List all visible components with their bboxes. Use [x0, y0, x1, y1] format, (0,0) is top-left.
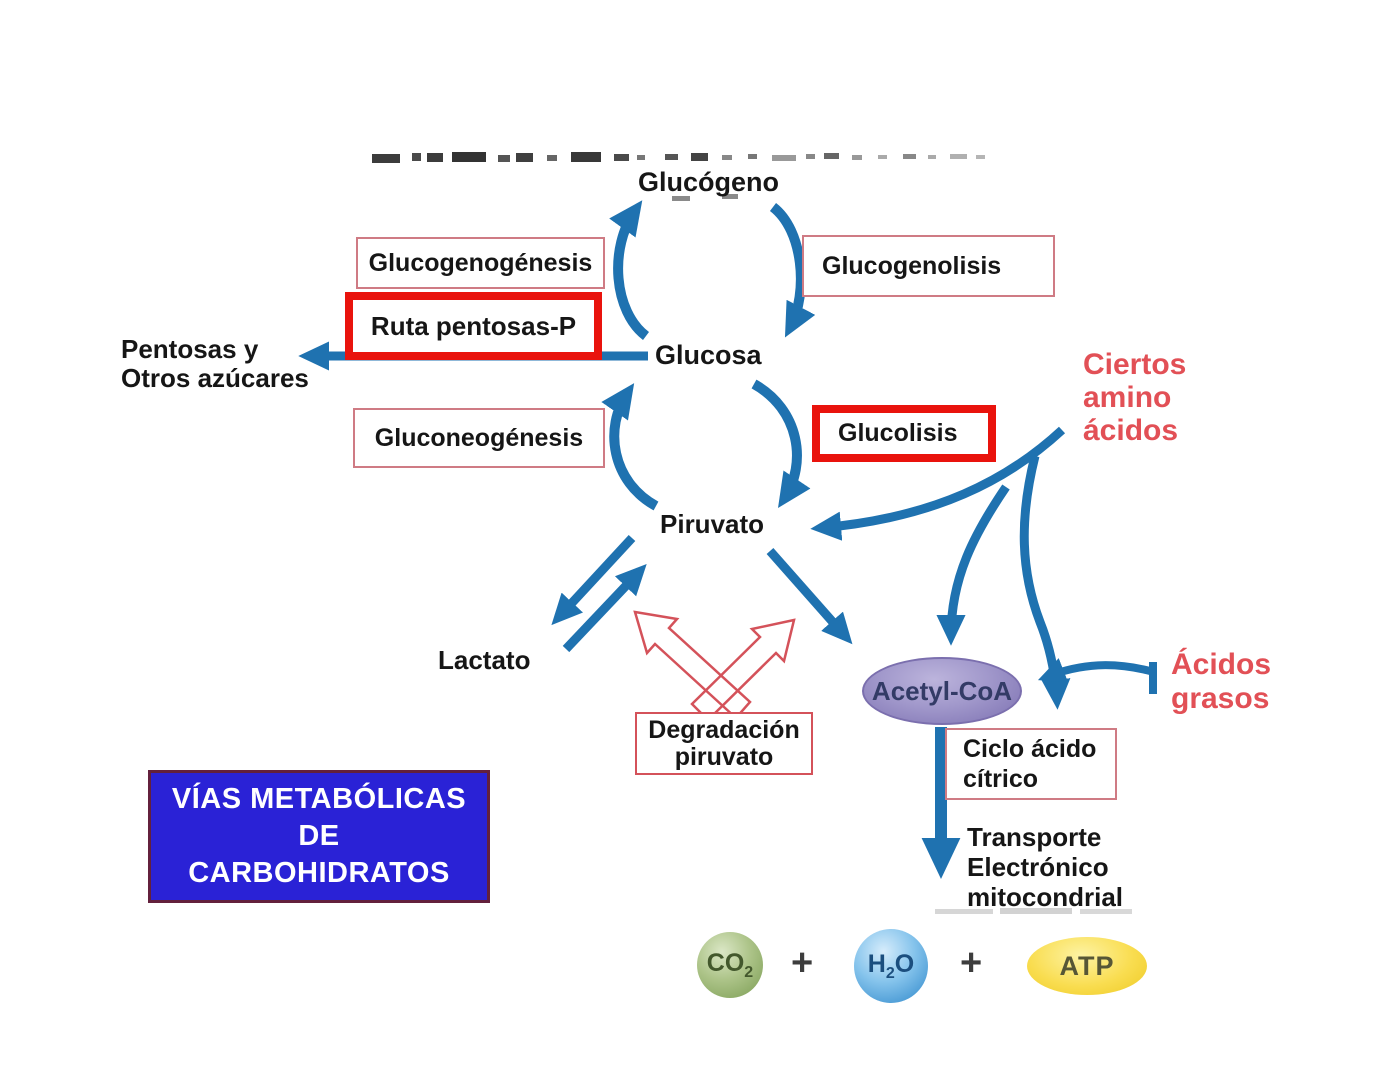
grasos-line1: Ácidos [1171, 648, 1272, 681]
ciclo-line1: Ciclo ácido [963, 735, 1097, 763]
ciertos-line3: ácidos [1083, 414, 1179, 447]
arrow-lactato-to-piruvato [562, 563, 647, 653]
box-glucogenogenesis: Glucogenogénesis [356, 237, 605, 289]
box-ciclo-acido-citrico: Ciclo ácido cítrico [945, 728, 1117, 800]
degradacion-line1: Degradación [648, 715, 800, 744]
arrow-aminoacidos-to-ciclo [1019, 454, 1071, 710]
arrow-piruvato-to-acetylcoa [766, 548, 853, 645]
title-line2: DE [298, 820, 340, 852]
label-ciertos-aminoacidos: Ciertos amino ácidos [1083, 348, 1186, 447]
box-glucolisis-label: Glucolisis [838, 419, 958, 447]
box-glucogenolisis-label: Glucogenolisis [822, 251, 1002, 280]
arrow-glucogeno-to-glucosa [769, 203, 816, 338]
label-transporte-electronico: Transporte Electrónico mitocondrial [967, 822, 1123, 912]
node-lactato: Lactato [438, 645, 531, 675]
box-gluconeogenesis: Gluconeogénesis [353, 408, 605, 468]
co2-label: CO2 [706, 948, 754, 981]
acetyl-coa-label: Acetyl-CoA [871, 675, 1013, 706]
co2-node: CO2 [697, 932, 763, 998]
box-glucogenogenesis-label: Glucogenogénesis [368, 248, 593, 277]
ciclo-line2: cítrico [963, 765, 1039, 793]
arrow-aminoacidos-to-acetylcoa [936, 484, 1010, 646]
ciertos-line2: amino [1083, 381, 1172, 414]
hollow-arrow-left-icon [633, 610, 752, 720]
title-line1: VÍAS METABÓLICAS [171, 783, 467, 815]
hollow-arrow-right-icon [690, 618, 796, 722]
h2o-node: H2O [854, 929, 928, 1003]
atp-label: ATP [1059, 950, 1115, 981]
arrow-piruvato-to-glucosa [601, 383, 659, 511]
arrow-aminoacidos-to-piruvato [810, 426, 1066, 541]
arrow-glucosa-to-glucogeno [609, 200, 650, 340]
transporte-line2: Electrónico [967, 852, 1109, 882]
plus-sign-2: + [960, 942, 983, 984]
transporte-line1: Transporte [967, 822, 1102, 852]
box-gluconeogenesis-label: Gluconeogénesis [374, 423, 584, 452]
acetyl-coa-node: Acetyl-CoA [862, 657, 1022, 725]
box-ruta-pentosas: Ruta pentosas-P [345, 292, 602, 360]
degradacion-line2: piruvato [674, 742, 774, 771]
plus-sign-1: + [791, 942, 814, 984]
pentosas-line2: Otros azúcares [121, 363, 309, 393]
title-line3: CARBOHIDRATOS [188, 857, 450, 889]
arrow-glucosa-to-piruvato [751, 379, 811, 508]
arrow-acidosgrasos-to-acetylcoa [1037, 658, 1151, 683]
label-pentosas: Pentosas y Otros azúcares [121, 335, 309, 393]
node-glucosa: Glucosa [655, 340, 762, 370]
label-acidos-grasos: Ácidos grasos [1171, 648, 1271, 716]
pentosas-line1: Pentosas y [121, 334, 259, 364]
ciertos-line1: Ciertos [1083, 348, 1187, 381]
box-degradacion-piruvato: Degradación piruvato [635, 712, 813, 775]
h2o-label: H2O [867, 949, 915, 982]
title-box: VÍAS METABÓLICAS DE CARBOHIDRATOS [148, 770, 490, 903]
grasos-line2: grasos [1171, 682, 1270, 715]
node-glucogeno: Glucógeno [638, 167, 779, 197]
transporte-line3: mitocondrial [967, 882, 1124, 912]
box-glucolisis: Glucolisis [812, 405, 996, 462]
box-ruta-pentosas-label: Ruta pentosas-P [370, 310, 577, 341]
atp-node: ATP [1027, 937, 1147, 995]
node-piruvato: Piruvato [660, 509, 765, 539]
arrow-piruvato-to-lactato [551, 534, 636, 626]
box-glucogenolisis: Glucogenolisis [802, 235, 1055, 297]
